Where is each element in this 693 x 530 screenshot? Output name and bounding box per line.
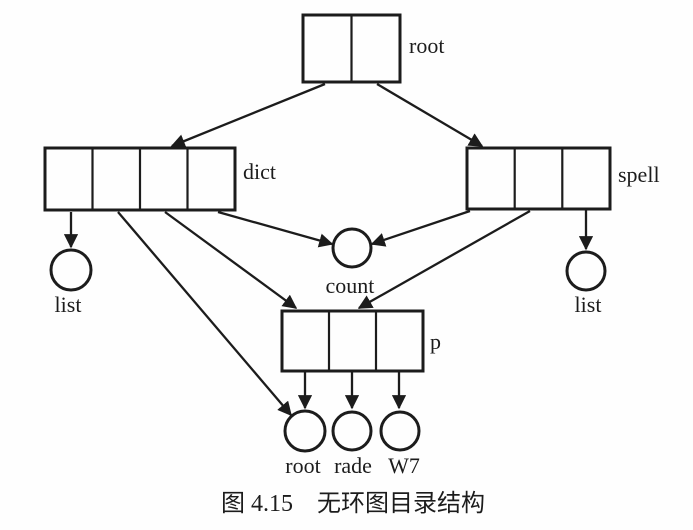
root-directory-table: root (301, 13, 444, 84)
root-directory-label: root (409, 33, 444, 58)
file-circle (331, 410, 373, 452)
file-node-w7: W7 (379, 410, 421, 478)
spell-directory-box (465, 146, 612, 211)
dict-directory-label: dict (243, 159, 276, 184)
file-circle (331, 227, 373, 269)
edges (63, 82, 594, 417)
edge-dict-to-file-root (117, 211, 292, 417)
edge-root-to-dict (170, 82, 326, 148)
file-node-list-right: list (565, 250, 607, 317)
file-w7-label: W7 (388, 453, 420, 478)
edge-root-to-spell (376, 83, 484, 147)
p-directory-table: p (280, 309, 441, 373)
edge-dict-to-p (164, 211, 298, 309)
edge-spell-to-count (370, 209, 471, 247)
list-left-label: list (55, 292, 82, 317)
file-rade-label: rade (334, 453, 372, 478)
p-directory-box (280, 309, 425, 373)
dict-directory-table: dict (43, 146, 276, 212)
count-label: count (326, 273, 375, 298)
figure-caption: 图 4.15 无环图目录结构 (221, 490, 485, 517)
list-right-label: list (575, 292, 602, 317)
file-root-label: root (285, 453, 320, 478)
file-node-root: root (283, 409, 327, 478)
file-node-rade: rade (331, 410, 373, 478)
spell-directory-label: spell (618, 162, 660, 187)
spell-directory-table: spell (465, 146, 660, 211)
file-circle (379, 410, 421, 452)
p-directory-label: p (430, 329, 441, 354)
file-node-count: count (326, 227, 375, 298)
file-circle (565, 250, 607, 292)
edge-spell-to-p (357, 209, 531, 310)
file-circle (283, 409, 327, 453)
edge-dict-to-count (217, 210, 334, 248)
file-circle (49, 248, 93, 292)
file-node-list-left: list (49, 248, 93, 317)
